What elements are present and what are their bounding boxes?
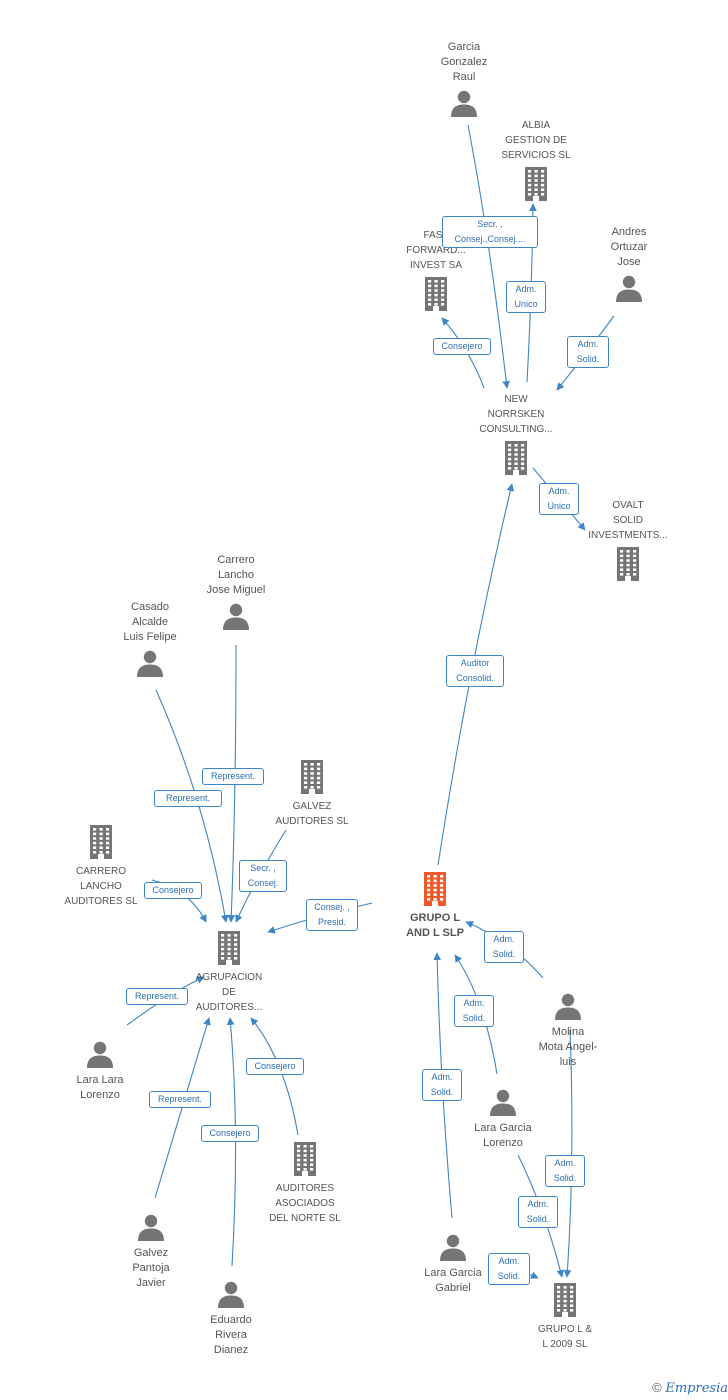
- node-label: Lara Garcia Gabriel: [424, 1267, 482, 1294]
- node-n17[interactable]: Galvez Pantoja Javier: [96, 1213, 206, 1291]
- edge-label[interactable]: Adm. Solid.: [454, 995, 494, 1027]
- node-n18[interactable]: Lara Garcia Gabriel: [398, 1233, 508, 1296]
- edge-label[interactable]: Adm. Solid.: [488, 1253, 530, 1285]
- edge-label[interactable]: Adm. Unico: [506, 281, 546, 313]
- node-label: AGRUPACION DE AUDITORES...: [195, 972, 263, 1013]
- person-icon: [137, 1213, 165, 1246]
- node-n15[interactable]: Lara Garcia Lorenzo: [448, 1088, 558, 1151]
- node-n19[interactable]: Eduardo Rivera Dianez: [176, 1280, 286, 1358]
- edge-label[interactable]: Consej. , Presid.: [306, 899, 358, 931]
- edge-label[interactable]: Secr. , Consej.,Consej....: [442, 216, 538, 248]
- building-icon: [422, 872, 448, 911]
- node-n9[interactable]: GALVEZ AUDITORES SL: [257, 760, 367, 829]
- edge-n16-n12: [250, 1017, 299, 1136]
- node-n2[interactable]: ALBIA GESTION DE SERVICIOS SL: [481, 118, 591, 206]
- node-label: Molina Mota Angel- luis: [538, 1026, 598, 1068]
- edge-label[interactable]: Consejero: [201, 1124, 259, 1142]
- building-icon: [615, 547, 641, 586]
- edge-label[interactable]: Adm. Solid.: [567, 336, 609, 368]
- edge-n17-n12: [154, 1017, 211, 1199]
- edge-label[interactable]: Adm. Unico: [539, 483, 579, 515]
- node-label: GRUPO L & L 2009 SL: [537, 1324, 593, 1350]
- building-icon: [523, 167, 549, 206]
- node-n12[interactable]: AGRUPACION DE AUDITORES...: [174, 931, 284, 1015]
- node-n10[interactable]: CARRERO LANCHO AUDITORES SL: [46, 825, 156, 909]
- building-icon: [292, 1142, 318, 1181]
- node-n20[interactable]: GRUPO L & L 2009 SL: [510, 1283, 620, 1352]
- node-n11[interactable]: GRUPO L AND L SLP: [380, 872, 490, 941]
- node-label: Carrero Lancho Jose Miguel: [206, 554, 266, 596]
- node-n16[interactable]: AUDITORES ASOCIADOS DEL NORTE SL: [250, 1142, 360, 1226]
- edge-label[interactable]: Adm. Solid.: [545, 1155, 585, 1187]
- edge-label[interactable]: Represent.: [149, 1090, 211, 1108]
- node-label: Andres Ortuzar Jose: [610, 226, 648, 268]
- person-icon: [439, 1233, 467, 1266]
- person-icon: [489, 1088, 517, 1121]
- node-n7[interactable]: Carrero Lancho Jose Miguel: [181, 553, 291, 635]
- footer: © Empresia: [652, 1380, 728, 1396]
- node-label: Lara Garcia Lorenzo: [474, 1122, 532, 1149]
- edge-label[interactable]: Consejero: [144, 881, 202, 899]
- building-icon: [503, 441, 529, 480]
- edge-label[interactable]: Represent.: [154, 789, 222, 807]
- node-label: FAST FORWARD... INVEST SA: [406, 230, 466, 271]
- edge-label[interactable]: Consejero: [433, 337, 491, 355]
- edge-n1-n5: [467, 124, 511, 389]
- edge-label[interactable]: Auditor Consolid.: [446, 655, 504, 687]
- person-icon: [554, 992, 582, 1025]
- edge-label[interactable]: Represent.: [202, 767, 264, 785]
- edge-label[interactable]: Adm. Solid.: [518, 1196, 558, 1228]
- node-label: GRUPO L AND L SLP: [406, 912, 464, 939]
- edge-label[interactable]: Represent.: [126, 987, 188, 1005]
- node-n1[interactable]: Garcia Gonzalez Raul: [409, 40, 519, 122]
- node-label: AUDITORES ASOCIADOS DEL NORTE SL: [269, 1183, 341, 1224]
- person-icon: [86, 1040, 114, 1073]
- building-icon: [423, 277, 449, 316]
- node-n5[interactable]: NEW NORRSKEN CONSULTING...: [461, 392, 571, 480]
- edge-label[interactable]: Consejero: [246, 1057, 304, 1075]
- edge-n19-n12: [226, 1017, 237, 1267]
- node-label: CARRERO LANCHO AUDITORES SL: [64, 866, 138, 907]
- building-icon: [88, 825, 114, 864]
- edge-n7-n12: [227, 644, 237, 923]
- node-n6[interactable]: OVALT SOLID INVESTMENTS...: [573, 498, 683, 586]
- edge-label[interactable]: Adm. Solid.: [422, 1069, 462, 1101]
- person-icon: [222, 602, 250, 635]
- node-label: Lara Lara Lorenzo: [76, 1074, 124, 1101]
- person-icon: [136, 649, 164, 682]
- person-icon: [450, 89, 478, 122]
- person-icon: [217, 1280, 245, 1313]
- node-label: GALVEZ AUDITORES SL: [275, 801, 349, 827]
- building-icon: [552, 1283, 578, 1322]
- node-label: ALBIA GESTION DE SERVICIOS SL: [501, 120, 571, 161]
- node-n14[interactable]: Lara Lara Lorenzo: [45, 1040, 155, 1103]
- building-icon: [216, 931, 242, 970]
- person-icon: [615, 274, 643, 307]
- building-icon: [299, 760, 325, 799]
- copyright-symbol: ©: [652, 1380, 662, 1395]
- node-n8[interactable]: Casado Alcalde Luis Felipe: [95, 600, 205, 682]
- node-label: Eduardo Rivera Dianez: [210, 1314, 252, 1356]
- edge-label[interactable]: Secr. , Consej.: [239, 860, 287, 892]
- edge-label[interactable]: Adm. Solid.: [484, 931, 524, 963]
- node-label: Galvez Pantoja Javier: [132, 1247, 170, 1289]
- node-n4[interactable]: Andres Ortuzar Jose: [574, 225, 684, 307]
- node-label: OVALT SOLID INVESTMENTS...: [588, 500, 668, 541]
- node-label: Casado Alcalde Luis Felipe: [123, 601, 177, 643]
- node-n3[interactable]: FAST FORWARD... INVEST SA: [381, 228, 491, 316]
- node-label: Garcia Gonzalez Raul: [440, 41, 488, 83]
- node-n13[interactable]: Molina Mota Angel- luis: [513, 992, 623, 1070]
- brand-logo[interactable]: Empresia: [665, 1381, 728, 1396]
- node-label: NEW NORRSKEN CONSULTING...: [479, 394, 553, 435]
